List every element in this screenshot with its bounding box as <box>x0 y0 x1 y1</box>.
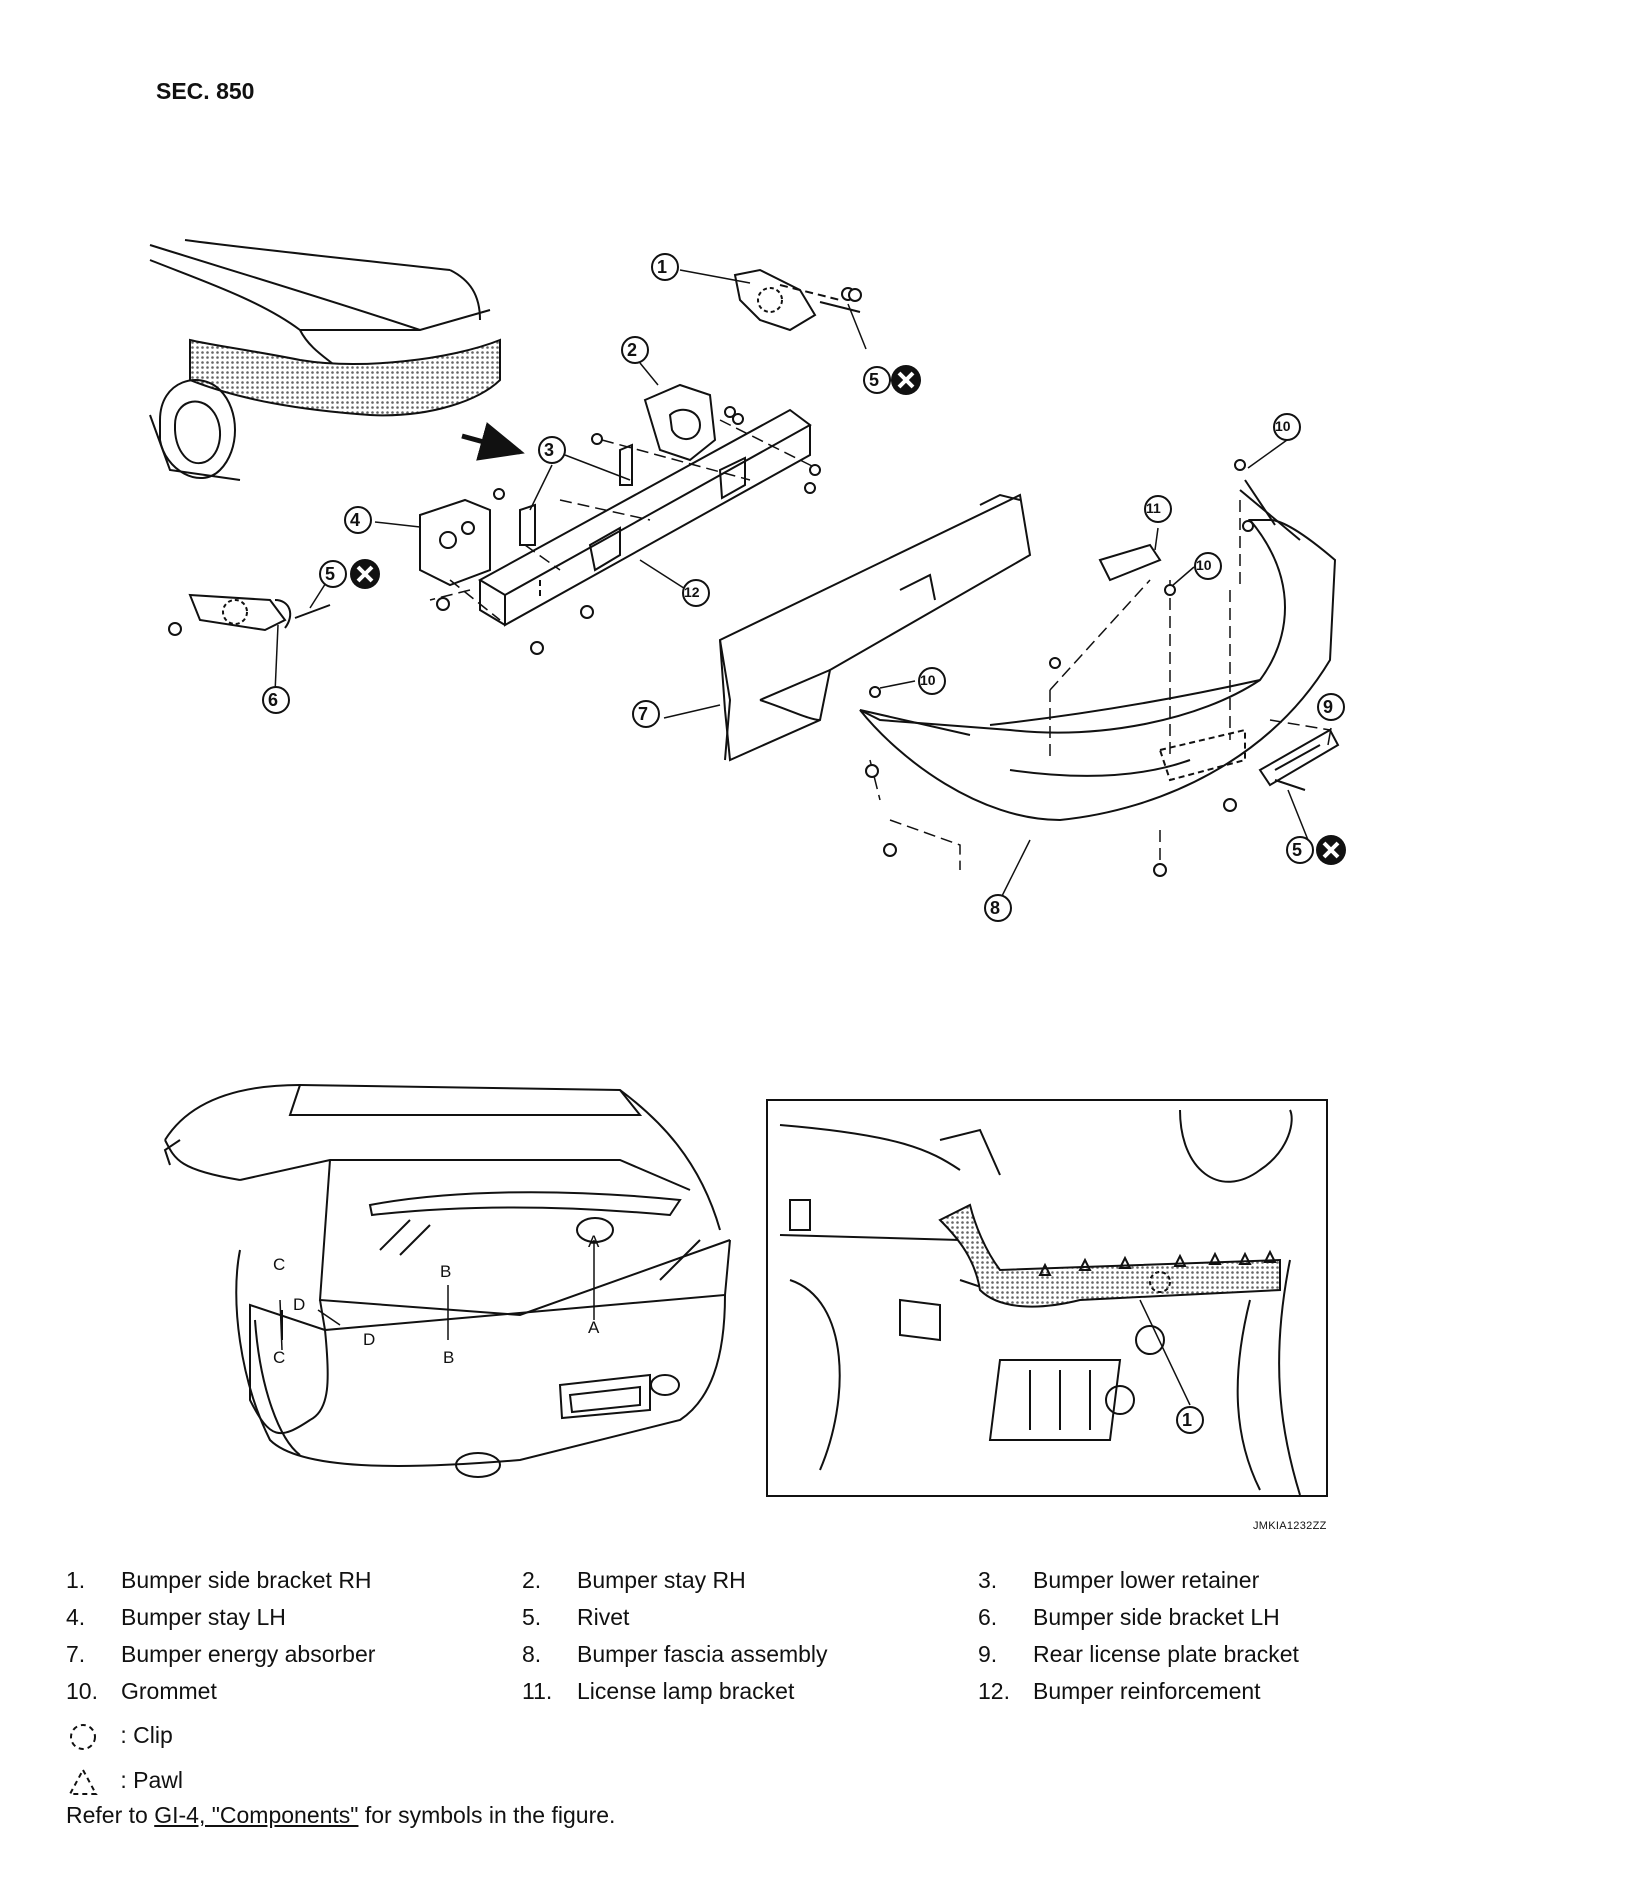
callout-6: 6 <box>268 690 279 710</box>
license-lamp-bracket <box>1098 543 1162 582</box>
clip-icon <box>70 1724 96 1750</box>
callout-circles <box>262 253 1345 922</box>
callout-10a: 10 <box>920 672 936 688</box>
bumper-energy-absorber <box>718 493 1032 762</box>
refer-text: Refer to GI-4, "Components" for symbols … <box>66 1802 616 1828</box>
assembly-lines <box>429 419 1331 870</box>
callout-1-detail: 1 <box>1182 1410 1193 1430</box>
bumper-lower-retainer <box>519 503 536 546</box>
bumper-reinforcement <box>477 408 812 627</box>
callout-2: 2 <box>627 340 638 360</box>
legend-item: 2.Bumper stay RH <box>522 1567 746 1593</box>
legend-item: 6.Bumper side bracket LH <box>978 1604 1280 1630</box>
bumper-side-bracket-rh <box>733 268 861 332</box>
legend-item: 11.License lamp bracket <box>522 1678 795 1704</box>
car-rear-view <box>163 1083 731 1478</box>
label-b-bottom: B <box>443 1348 455 1367</box>
legend-item: 9.Rear license plate bracket <box>978 1641 1299 1667</box>
callout-7: 7 <box>638 704 649 724</box>
bumper-stay-lh <box>419 498 491 587</box>
label-c-top: C <box>273 1255 286 1274</box>
rear-license-plate-bracket <box>1258 728 1340 791</box>
callout-3: 3 <box>544 440 555 460</box>
legend-item: 7.Bumper energy absorber <box>66 1641 376 1667</box>
do-not-reuse-icons <box>350 365 1346 865</box>
legend-item: 4.Bumper stay LH <box>66 1604 286 1630</box>
label-a-bottom: A <box>588 1318 600 1337</box>
section-title: SEC. 850 <box>156 78 255 104</box>
pawl-legend: : Pawl <box>66 1765 183 1799</box>
bumper-side-bracket-lh <box>188 593 331 632</box>
bumper-fascia-assembly <box>859 479 1337 822</box>
callout-10b: 10 <box>1275 418 1291 434</box>
legend-item: 10.Grommet <box>66 1678 217 1704</box>
callout-9: 9 <box>1323 697 1334 717</box>
detail-inset <box>766 1099 1328 1497</box>
label-b-top: B <box>440 1262 452 1281</box>
clip-legend: : Clip <box>66 1720 173 1754</box>
callout-5b: 5 <box>325 564 336 584</box>
bolt-icons <box>168 288 1254 877</box>
legend-item: 12.Bumper reinforcement <box>978 1678 1261 1704</box>
legend-item: 8.Bumper fascia assembly <box>522 1641 828 1667</box>
callout-10c: 10 <box>1196 557 1212 573</box>
label-c-bottom: C <box>273 1348 286 1367</box>
figure-code: JMKIA1232ZZ <box>1253 1520 1327 1532</box>
direction-arrow <box>461 422 525 461</box>
callout-8: 8 <box>990 898 1001 918</box>
label-d-right: D <box>363 1330 376 1349</box>
callout-1: 1 <box>657 257 668 277</box>
callout-11: 11 <box>1146 500 1161 516</box>
callout-4: 4 <box>350 510 361 530</box>
parts-legend: 1.Bumper side bracket RH 2.Bumper stay R… <box>66 1567 1566 1715</box>
legend-item: 5.Rivet <box>522 1604 630 1630</box>
components-link[interactable]: GI-4, "Components" <box>154 1802 359 1828</box>
callout-5c: 5 <box>1292 840 1303 860</box>
label-d-left: D <box>293 1295 306 1314</box>
car-rear-sketch <box>149 239 501 481</box>
pawl-icon <box>68 1767 98 1795</box>
legend-item: 3.Bumper lower retainer <box>978 1567 1260 1593</box>
bumper-stay-rh <box>643 383 736 462</box>
callout-5a: 5 <box>869 370 880 390</box>
callout-12: 12 <box>684 584 700 600</box>
legend-item: 1.Bumper side bracket RH <box>66 1567 372 1593</box>
label-a-top: A <box>588 1232 600 1251</box>
